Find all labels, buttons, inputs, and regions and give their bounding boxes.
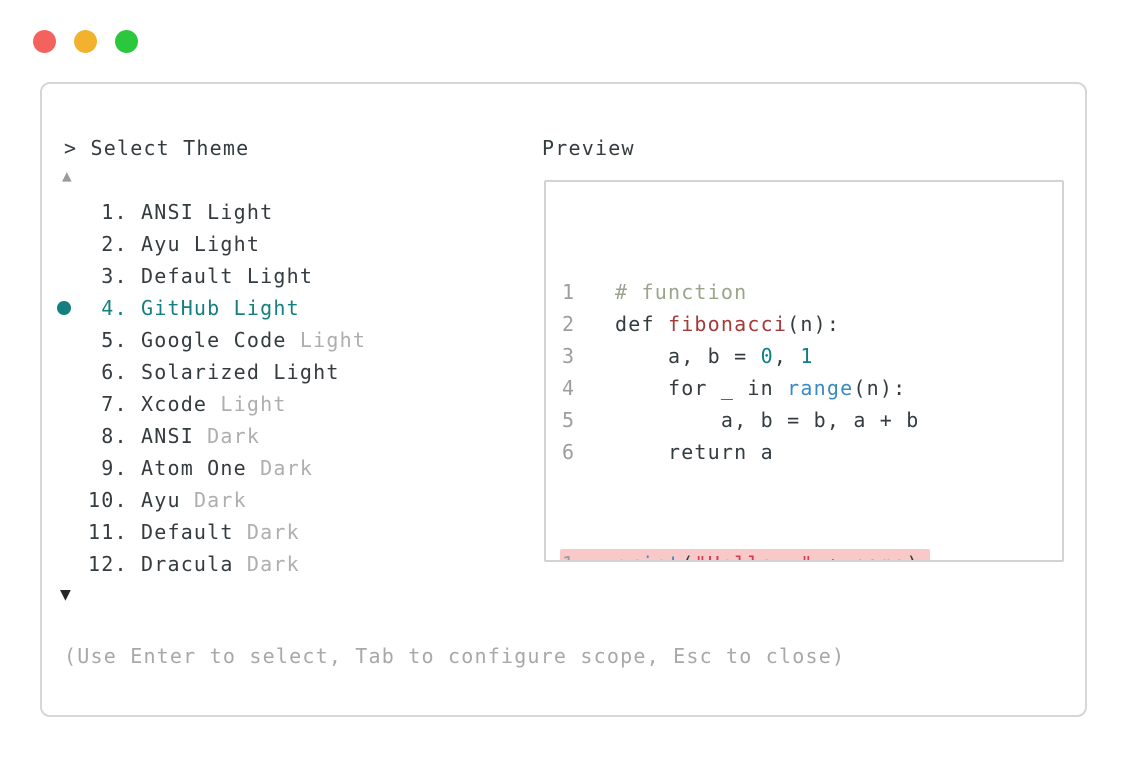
code-token: a, b = (614, 344, 761, 368)
code-token: fibonacci (667, 312, 788, 336)
code-token: , (773, 344, 801, 368)
theme-item-default-light[interactable]: 3. Default Light (88, 260, 366, 292)
theme-item-label: Xcode (140, 392, 208, 416)
code-token: print (615, 552, 681, 560)
scroll-down-icon[interactable]: ▼ (60, 584, 71, 605)
code-token: "Hello, " (694, 552, 813, 560)
theme-item-variant: Dark (246, 456, 314, 480)
theme-item-label: Atom One (140, 456, 247, 480)
theme-item-number: 12. (88, 552, 141, 576)
indent (575, 376, 615, 400)
indent (575, 408, 615, 432)
theme-item-label: Default Light (140, 264, 314, 288)
theme-item-ansi[interactable]: 8. ANSI Dark (88, 420, 366, 452)
diff-minus-sign: - (589, 552, 602, 560)
code-line: 5 a, b = b, a + b (562, 404, 1062, 436)
theme-item-google-code[interactable]: 5. Google Code Light (88, 324, 366, 356)
code-token: 0 (760, 344, 774, 368)
theme-item-number: 9. (88, 456, 141, 480)
line-number: 2 (562, 312, 576, 336)
code-token: (n): (853, 376, 907, 400)
theme-item-variant: Dark (180, 488, 247, 512)
line-number: 4 (562, 376, 576, 400)
code-token: return a (614, 440, 774, 464)
traffic-light-minimize-button[interactable] (74, 30, 97, 53)
theme-picker-dialog: > Select Theme ▲ 1. ANSI Light 2. Ayu Li… (40, 82, 1087, 717)
theme-item-variant: Dark (233, 552, 300, 576)
theme-item-number: 5. (88, 328, 141, 352)
theme-item-number: 8. (88, 424, 141, 448)
scroll-up-icon[interactable]: ▲ (62, 166, 72, 185)
code-token: range (787, 376, 854, 400)
theme-item-number: 3. (88, 264, 141, 288)
code-token: # function (614, 280, 748, 304)
gap (602, 552, 615, 560)
line-number: 3 (562, 344, 576, 368)
theme-item-ansi-light[interactable]: 1. ANSI Light (88, 196, 366, 228)
theme-item-atom-one[interactable]: 9. Atom One Dark (88, 452, 366, 484)
theme-item-number: 6. (88, 360, 141, 384)
line-number: 1 (562, 552, 575, 560)
diff-block: 1 - print("Hello, " + name)1 + print(f"H… (560, 548, 1062, 560)
theme-item-number: 1. (88, 200, 141, 224)
gap (575, 552, 588, 560)
code-line: 2 def fibonacci(n): (562, 308, 1062, 340)
code-token: a, b = b, a + b (614, 408, 920, 432)
code-line: 1 # function (562, 276, 1062, 308)
theme-item-number: 11. (88, 520, 141, 544)
traffic-light-close-button[interactable] (33, 30, 56, 53)
code-line: 6 return a (562, 436, 1062, 468)
diff-line-removed: 1 - print("Hello, " + name) (560, 548, 1062, 560)
theme-item-label: ANSI (140, 424, 194, 448)
theme-item-variant: Dark (193, 424, 261, 448)
selected-bullet-icon (57, 301, 71, 315)
theme-item-label: GitHub Light (140, 296, 300, 320)
theme-item-label: Default (140, 520, 234, 544)
theme-item-number: 2. (88, 232, 141, 256)
theme-item-label: Dracula (140, 552, 234, 576)
help-text: (Use Enter to select, Tab to configure s… (64, 644, 846, 668)
theme-item-ayu-light[interactable]: 2. Ayu Light (88, 228, 366, 260)
line-number: 6 (562, 440, 576, 464)
theme-item-solarized-light[interactable]: 6. Solarized Light (88, 356, 366, 388)
diff-highlight: 1 - print("Hello, " + name) (560, 549, 930, 560)
theme-item-number: 7. (88, 392, 141, 416)
indent (575, 312, 615, 336)
code-line: 4 for _ in range(n): (562, 372, 1062, 404)
code-line: 3 a, b = 0, 1 (562, 340, 1062, 372)
code-token: 1 (800, 344, 814, 368)
theme-item-dracula[interactable]: 12. Dracula Dark (88, 548, 366, 580)
theme-item-number: 4. (88, 296, 141, 320)
theme-item-label: Solarized Light (140, 360, 340, 384)
preview-title: Preview (542, 136, 635, 160)
indent (575, 440, 615, 464)
theme-item-label: Ayu Light (140, 232, 261, 256)
theme-list: 1. ANSI Light 2. Ayu Light 3. Default Li… (57, 196, 366, 580)
code-token: ( (681, 552, 694, 560)
code-token: (n): (787, 312, 841, 336)
theme-item-ayu[interactable]: 10. Ayu Dark (88, 484, 366, 516)
theme-item-label: ANSI Light (140, 200, 274, 224)
line-number: 1 (562, 280, 576, 304)
theme-item-label: Ayu (140, 488, 181, 512)
theme-item-xcode[interactable]: 7. Xcode Light (88, 388, 366, 420)
code-token: for _ in (614, 376, 788, 400)
indent (575, 344, 615, 368)
theme-item-github-light[interactable]: 4. GitHub Light (57, 292, 366, 324)
traffic-light-zoom-button[interactable] (115, 30, 138, 53)
theme-item-variant: Light (207, 392, 287, 416)
code-token: + name) (814, 552, 920, 560)
window-controls (33, 30, 138, 53)
theme-item-label: Google Code (140, 328, 287, 352)
theme-item-variant: Light (286, 328, 367, 352)
code-token: def (614, 312, 668, 336)
prompt-text: > Select Theme (64, 136, 250, 160)
theme-item-default[interactable]: 11. Default Dark (88, 516, 366, 548)
line-number: 5 (562, 408, 576, 432)
indent (575, 280, 615, 304)
theme-item-number: 10. (88, 488, 141, 512)
theme-item-variant: Dark (233, 520, 300, 544)
